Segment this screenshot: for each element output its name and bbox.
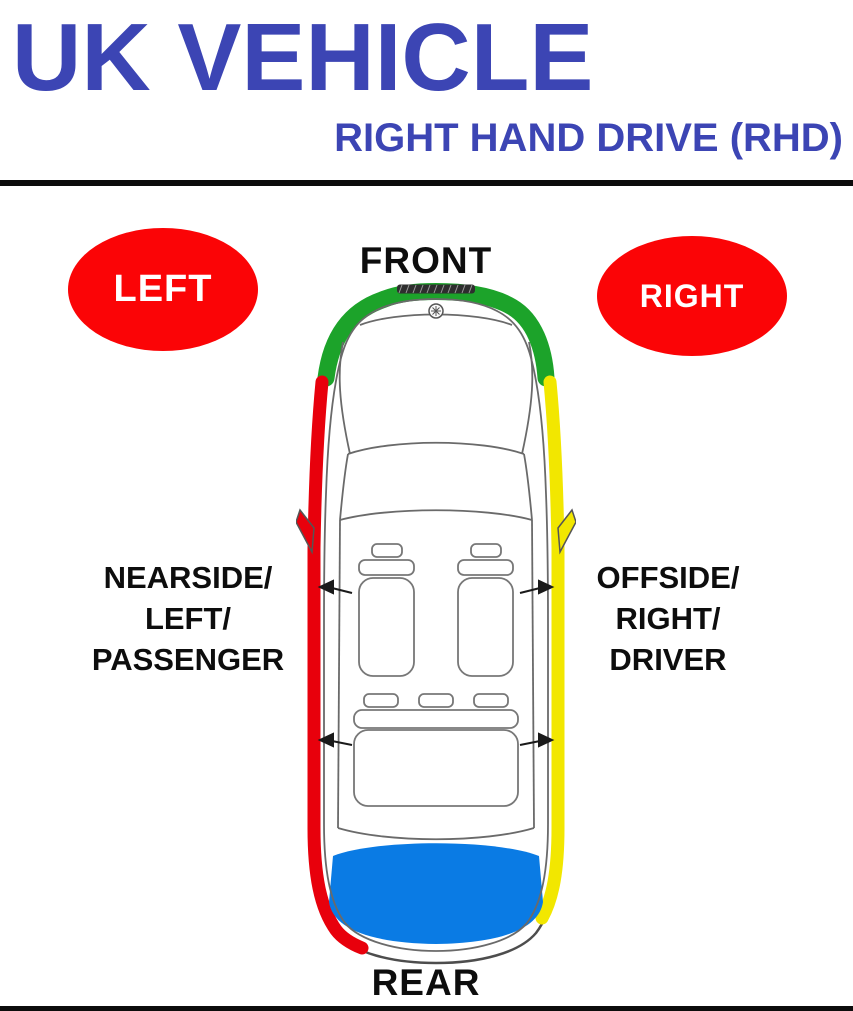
right-rear-arrow-head (538, 732, 555, 748)
left-mirror (295, 508, 315, 555)
left-side-badge-label: LEFT (113, 268, 213, 310)
offside-label: OFFSIDE/ RIGHT/ DRIVER (596, 560, 740, 678)
hood-badge-star (431, 306, 441, 316)
rear-window-line (337, 827, 535, 841)
a-pillar-right (523, 453, 533, 521)
front-left-seatback (358, 559, 415, 576)
hood-left-line (338, 341, 351, 455)
left-rear-arrow-head (317, 732, 334, 748)
rear-bench-cushion (353, 729, 519, 807)
left-front-arrow-line (331, 587, 353, 594)
front-left-headrest (371, 543, 403, 558)
right-side-badge-label: RIGHT (639, 277, 745, 314)
front-right-cushion (457, 577, 514, 677)
windshield-cowl-line (347, 441, 525, 455)
bottom-border-line (0, 1006, 853, 1011)
right-rear-arrow-line (519, 740, 541, 746)
front-right-seatback (457, 559, 514, 576)
cabin-right-line (531, 519, 535, 829)
rear-label: REAR (371, 962, 481, 1003)
car-inner-outline (323, 298, 549, 952)
rear-blue-panel (329, 843, 543, 944)
left-side-badge: LEFT (68, 228, 258, 351)
right-side-badge: RIGHT (597, 236, 787, 356)
offside-yellow-stripe (535, 375, 565, 925)
nearside-label: NEARSIDE/ LEFT/ PASSENGER (91, 560, 285, 678)
cabin-left-line (337, 519, 341, 829)
hood-right-line (521, 341, 534, 455)
rear-headrest-right (473, 693, 509, 708)
rear-bench-back (353, 709, 519, 729)
car-diagram (295, 282, 577, 970)
right-front-arrow-line (519, 587, 541, 594)
nearside-red-stripe (307, 375, 369, 955)
right-front-arrow-head (538, 579, 555, 595)
left-rear-arrow-line (331, 740, 353, 746)
roof-front-line (339, 509, 533, 521)
front-left-cushion (358, 577, 415, 677)
rear-headrest-center (418, 693, 454, 708)
a-pillar-left (339, 453, 349, 521)
car-top-view (295, 282, 577, 965)
left-front-arrow-head (317, 579, 334, 595)
page-title: UK VEHICLE (12, 4, 594, 111)
cowl-grille-hatching (398, 284, 473, 294)
front-label: FRONT (359, 240, 493, 281)
header-divider (0, 180, 853, 186)
front-right-headrest (470, 543, 502, 558)
rear-headrest-left (363, 693, 399, 708)
page-subtitle: RIGHT HAND DRIVE (RHD) (334, 116, 843, 160)
